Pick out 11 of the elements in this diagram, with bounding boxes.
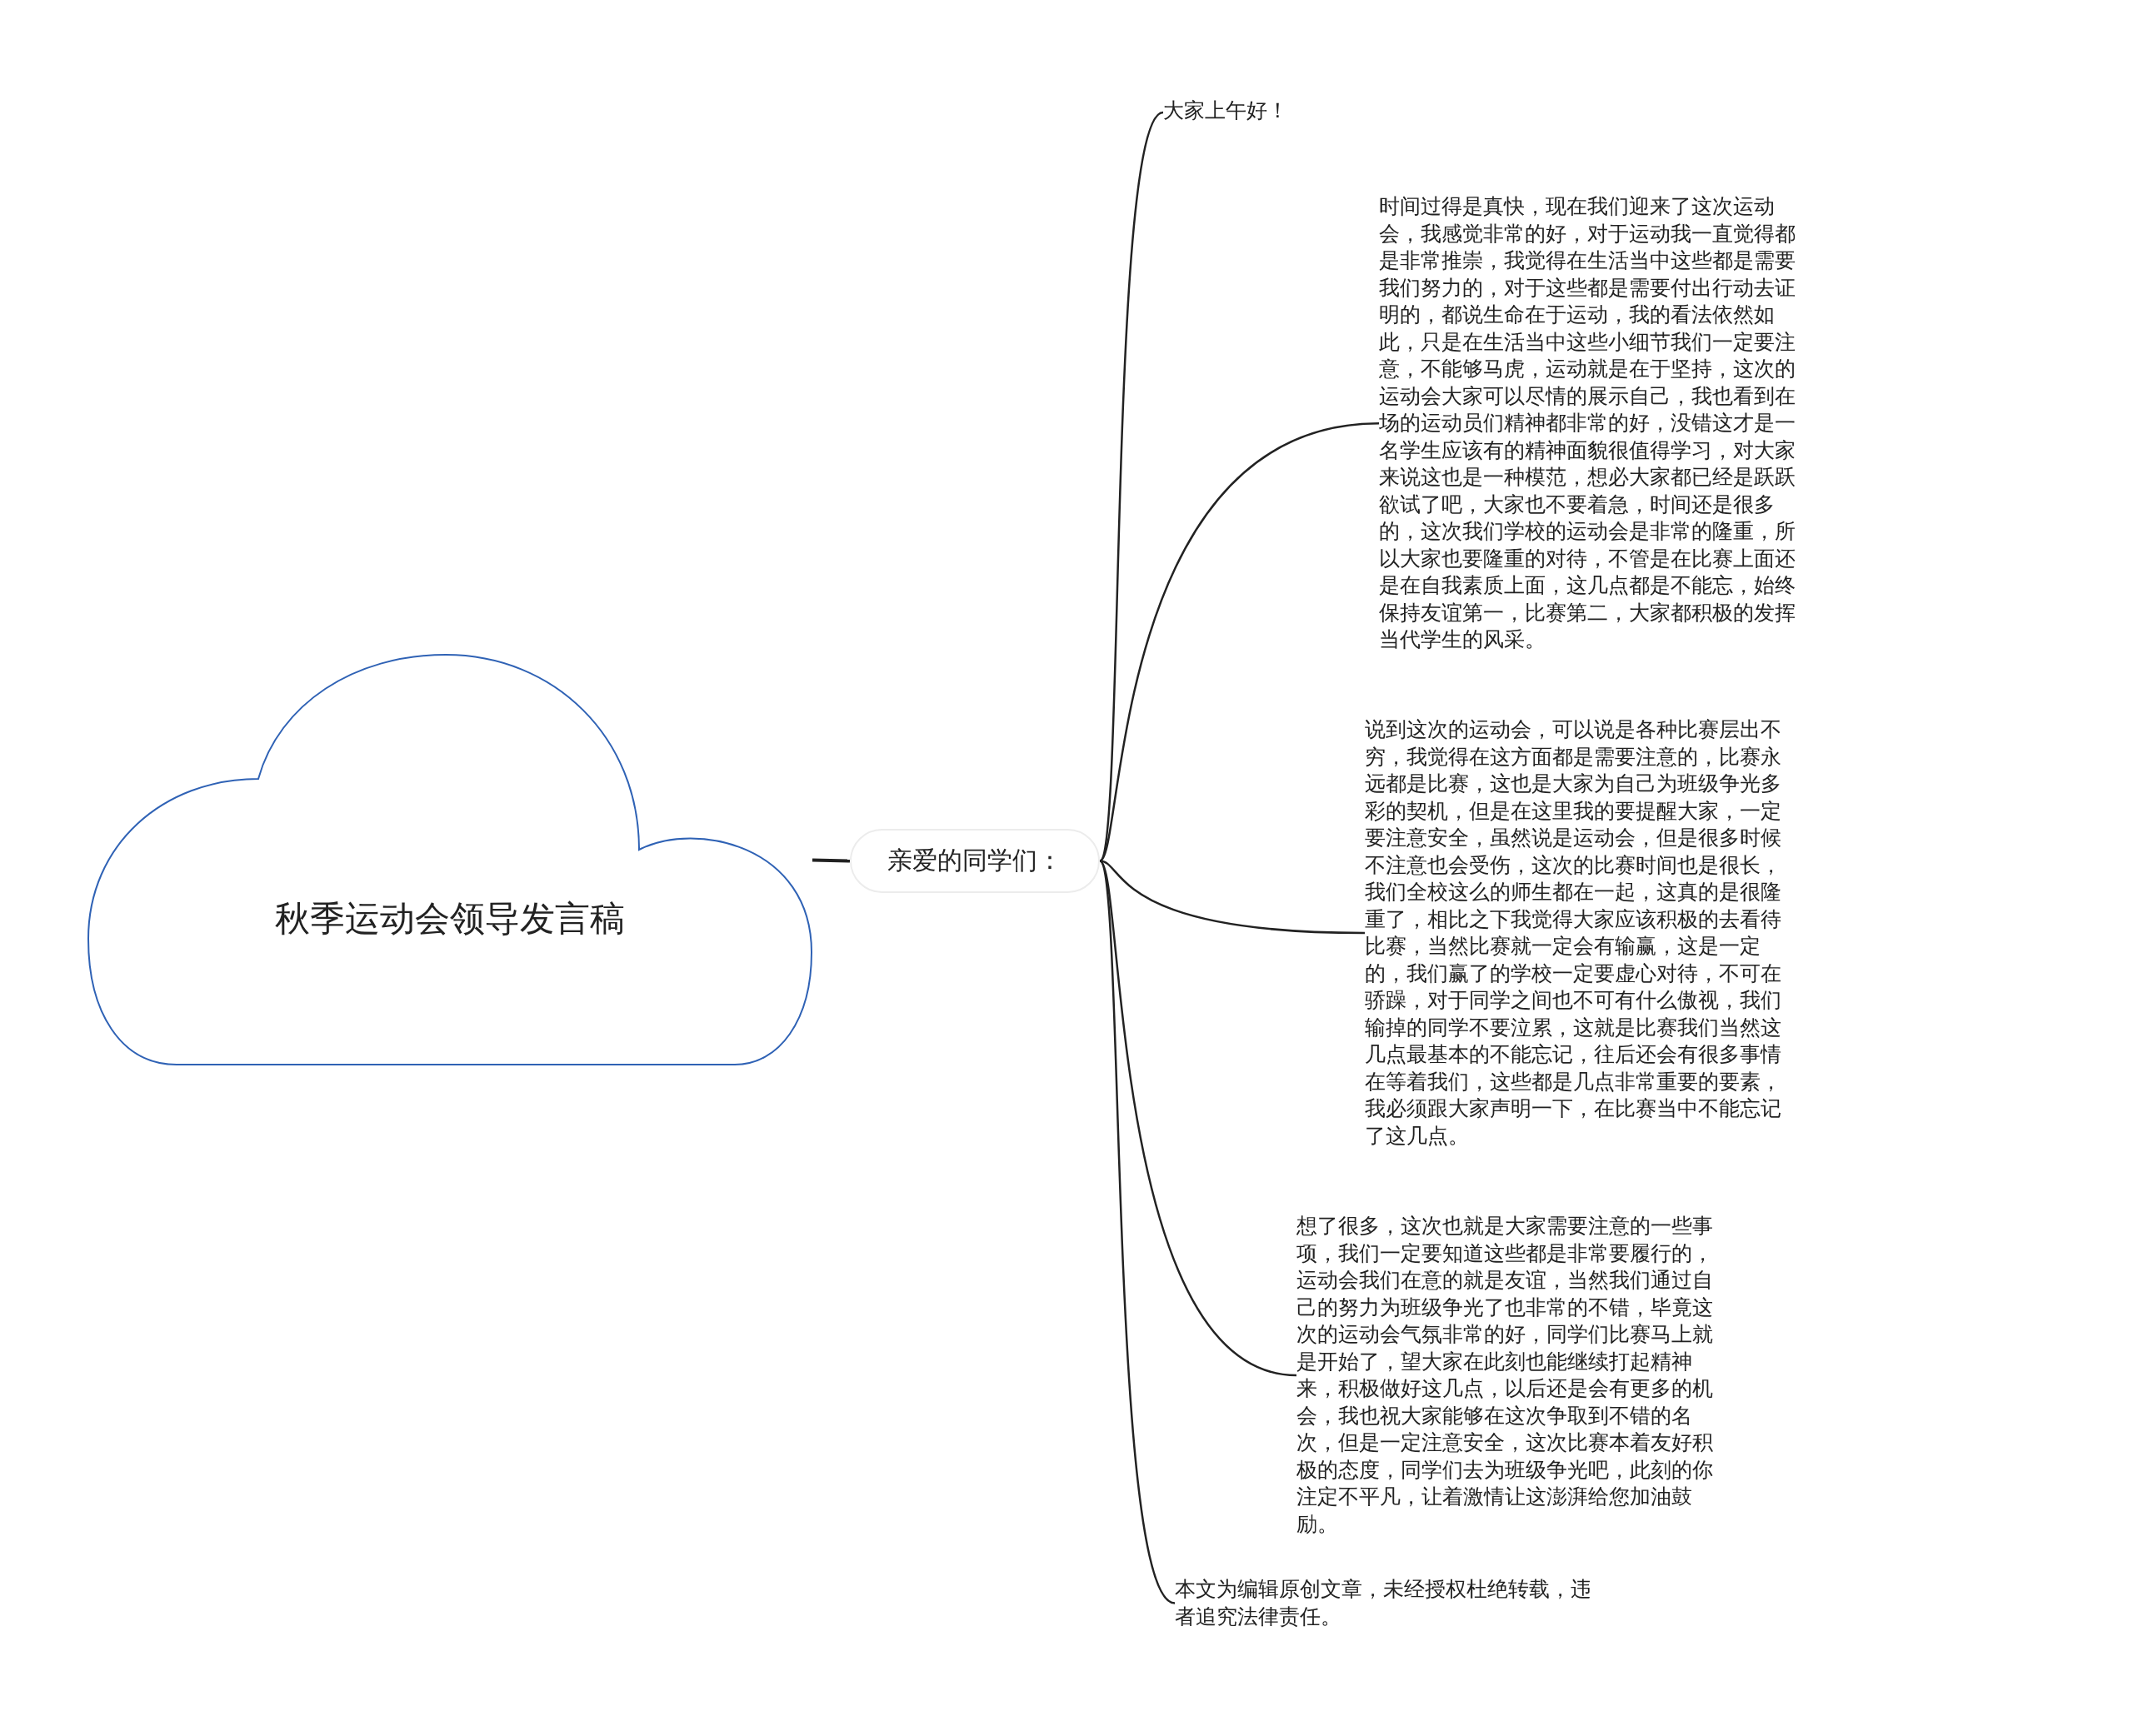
paragraph-text: 本文为编辑原创文章，未经授权杜绝转载，违者追究法律责任。 <box>1175 1576 1608 1630</box>
connector-line <box>1098 861 1176 1604</box>
title-text: 秋季运动会领导发言稿 <box>274 897 626 940</box>
paragraph-text: 大家上午好！ <box>1163 97 1330 125</box>
connector-line <box>1099 860 1366 935</box>
connector-line <box>812 858 851 863</box>
topic-pill: 亲爱的同学们： <box>850 829 1100 893</box>
paragraph-text: 想了很多，这次也就是大家需要注意的一些事项，我们一定要知道这些都是非常要履行的，运动会我们在意的就是友谊，当然我们通过自己的努力为班级争光了也非常的不错，毕竟这次的运动会气氛非常的好，同学们比赛马上就是开始了，望大家在此刻也能继续打起精神来，积极做好这几点，以后还是会有更多的机会，我也祝大家能够在这次争取到不错的名次，但是一定注意安全，这次比赛本着友好积极的态度，同学们去为班级争光吧，此刻的你注定不平凡，让着激情让这澎湃给您加油鼓励。 <box>1296 1213 1730 1538</box>
paragraph-text: 说到这次的运动会，可以说是各种比赛层出不穷，我觉得在这方面都是需要注意的，比赛永远都是比赛，这也是大家为自己为班级争光多彩的契机，但是在这里我的要提醒大家，一定要注意安全，虽然说是运动会，但是很多时候不注意也会受伤，这次的比赛时间也是很长，我们全校这么的师生都在一起，这真的是很隆重了，相比之下我觉得大家应该积极的去看待比赛，当然比赛就一定会有输赢，这是一定的，我们赢了的学校一定要虚心对待，不可在骄躁，对于同学之间也不可有什么傲视，我们输掉的同学不要泣累，这就是比赛我们当然这几点最基本的不能忘记，往后还会有很多事情在等着我们，这些都是几点非常重要的要素，我必须跟大家声明一下，在比赛当中不能忘记了这几点。 <box>1365 716 1798 1150</box>
paragraph-text: 时间过得是真快，现在我们迎来了这次运动会，我感觉非常的好，对于运动我一直觉得都是非常推崇，我觉得在生活当中这些都是需要我们努力的，对于这些都是需要付出行动去证明的，都说生命在于运动，我的看法依然如此，只是在生活当中这些小细节我们一定要注意，不能够马虎，运动就是在于坚持，这次的运动会大家可以尽情的展示自己，我也看到在场的运动员们精神都非常的好，没错这才是一名学生应该有的精神面貌很值得学习，对大家来说这也是一种模范，想必大家都已经是跃跃欲试了吧，大家也不要着急，时间还是很多的，这次我们学校的运动会是非常的隆重，所以大家也要隆重的对待，不管是在比赛上面还是在自我素质上面，这几点都是不能忘，始终保持友谊第一，比赛第二，大家都积极的发挥当代学生的风采。 <box>1379 193 1812 654</box>
connector-line <box>1098 422 1380 862</box>
